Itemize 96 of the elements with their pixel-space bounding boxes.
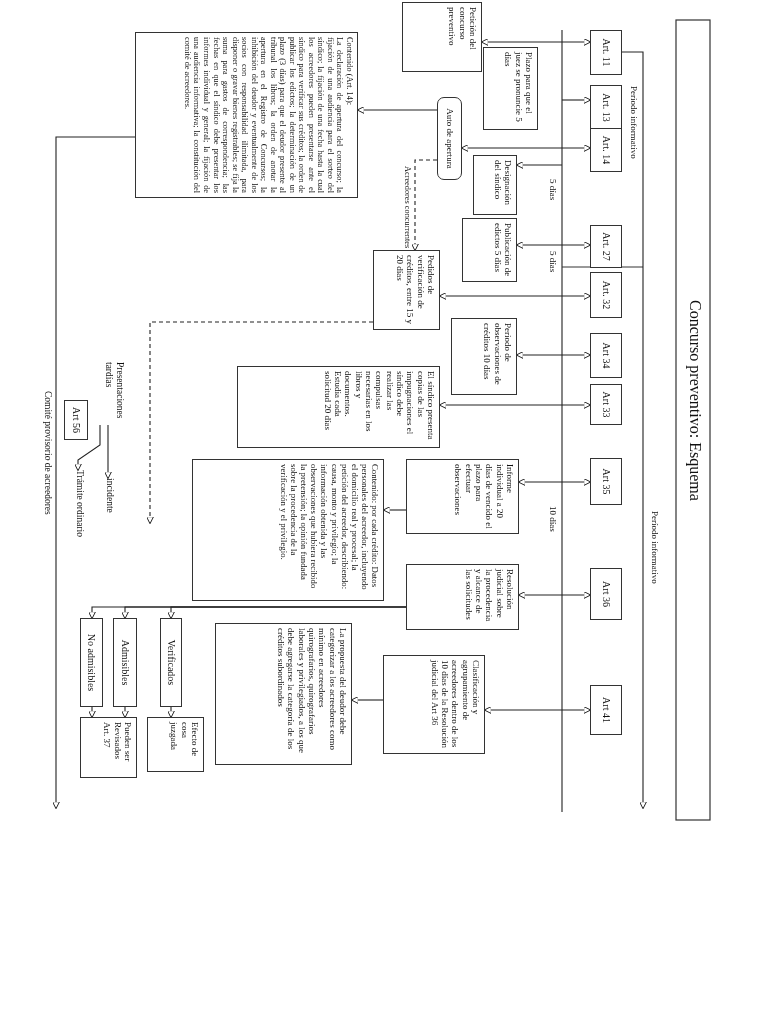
- process-box: [237, 366, 440, 448]
- article-box: [590, 128, 622, 172]
- box-text: Art 36: [600, 581, 612, 607]
- arrow: [146, 321, 374, 525]
- arrow: [382, 506, 407, 514]
- process-box: [406, 564, 519, 630]
- box-text: Art 56: [70, 407, 82, 433]
- box-heading: Contenido (Art. 14):: [344, 37, 354, 107]
- arrow: [621, 51, 647, 810]
- text-label: Presentaciones tardías: [95, 362, 125, 425]
- arrow: [356, 106, 438, 114]
- box-text: Clasificación y agrupamiento de acreedores dentro de los 10 días de la Resolución judicial del Art 36: [429, 660, 481, 749]
- arrow: [411, 159, 438, 252]
- arrow: [52, 136, 136, 810]
- process-box: [383, 655, 485, 754]
- arrow: [438, 401, 592, 409]
- box-text: Art 41: [600, 697, 612, 723]
- process-box: [473, 155, 517, 215]
- article-box: [590, 225, 622, 268]
- diagram-title: Concurso preventivo: Esquema: [686, 300, 704, 501]
- box-text: No admisibles: [85, 633, 98, 692]
- box-text: Art 35: [600, 468, 612, 495]
- article-box: [113, 618, 137, 707]
- article-box: [590, 384, 622, 425]
- annotation-text: 5 días: [548, 250, 558, 274]
- box-text: Pueden ser Revisados: [112, 722, 133, 764]
- process-box: [483, 47, 538, 130]
- arrow: [561, 96, 592, 104]
- box-text: Auto de apertura: [444, 108, 455, 169]
- process-box: [192, 459, 384, 601]
- box-text: Admisibles: [119, 639, 131, 686]
- article-box: [590, 272, 622, 318]
- process-box: [402, 2, 482, 72]
- box-text: Designación del síndico: [492, 160, 513, 207]
- arrow: [74, 424, 101, 472]
- arrow: [483, 706, 592, 714]
- process-box: [373, 250, 440, 330]
- box-text: Art. 32: [600, 280, 612, 310]
- box-text: Petición del concurso preventivo: [446, 7, 478, 52]
- process-box: [135, 32, 358, 198]
- box-text: Art 34: [600, 342, 612, 369]
- box-text: Periodo de observaciones de créditos 10 días: [481, 323, 513, 387]
- article-box: [80, 618, 103, 707]
- annotation-text: 10 días: [548, 505, 558, 533]
- box-text: Informe individual a 20 días de vencido el plazo para efectuar observaciones: [452, 464, 515, 529]
- arrow: [438, 292, 592, 300]
- process-box: [451, 318, 517, 395]
- arrow: [517, 478, 592, 486]
- box-text: Contenido: por cada crédito: Datos personales del acreedor, incluyendo el domicilio real y procesal; la petición del acreedor, describiendo: causa, monto y privilegio; la información obtenida y las observaciones que hubiera recibido la pretensión; la opinión fundada sobre la procedencia de la verificación y el privilegio.: [278, 464, 380, 592]
- arrow: [167, 706, 175, 719]
- arrow: [515, 161, 563, 169]
- annotation-text: Período informativo: [650, 510, 660, 585]
- box-text: Art. 11: [600, 38, 612, 67]
- box-text: Plazo para que el juez se pronuncie 5 días: [502, 52, 534, 124]
- arrow: [460, 144, 592, 152]
- article-box: [590, 458, 622, 505]
- box-text: Art. 14: [600, 135, 612, 165]
- box-text: Art. 27: [600, 232, 612, 261]
- arrow: [515, 351, 592, 359]
- process-box: [215, 623, 352, 765]
- process-box: [462, 218, 517, 282]
- box-text: La propuesta del deudor debe categorizar a los acreedores como mínimo en acreedores quirografarios, quirografarios laborales y privilegiados, a los que debe agregarse la categoría de los créditos subordinados: [275, 628, 348, 755]
- box-text: Art. 13: [600, 93, 612, 122]
- article-box: [590, 333, 622, 378]
- box-text: Verificados: [165, 639, 177, 686]
- box-text: El síndico presenta copias de las impugnaciones el síndico debe realizar las compulsas necesarias en los libros y documentos. Estudia cada solicitud 20 días: [322, 371, 436, 442]
- arrow: [88, 706, 96, 719]
- process-box: [406, 459, 519, 534]
- article-box: [590, 685, 622, 735]
- text-label: Trámite ordinario: [70, 470, 85, 560]
- arrow: [515, 241, 592, 249]
- box-text: Art. 37: [101, 722, 113, 750]
- box-text: Publicación de edictos 5 días: [492, 223, 513, 277]
- box-text: Art 33: [600, 391, 612, 418]
- article-box: [590, 568, 622, 620]
- article-box: [160, 618, 182, 707]
- box-text: Efecto de cosa juzgada: [168, 722, 200, 759]
- process-box: [80, 717, 137, 778]
- annotation-text: Periodo informativo: [629, 85, 639, 160]
- edge-label: Comité provisorio de acreedores: [43, 390, 53, 516]
- arrow: [121, 706, 129, 719]
- arrow: [350, 696, 384, 704]
- box-text: Resolución judicial sobre la procedencia y alcance de las solicitudes: [463, 569, 515, 624]
- process-box: [147, 717, 204, 772]
- arrow: [104, 424, 112, 480]
- article-box: [590, 30, 622, 75]
- rounded-box: [437, 97, 462, 180]
- article-box: [590, 85, 622, 130]
- article-box: [64, 400, 88, 440]
- annotation-text: 5 días: [548, 178, 558, 202]
- arrow: [517, 591, 592, 599]
- text-label: incidente: [100, 478, 115, 523]
- edge-label: Acreedores concurrentes: [403, 165, 412, 250]
- box-text: Pedidos de verificación de créditos, entre 15 y 20 días: [394, 255, 436, 325]
- arrow: [480, 38, 592, 46]
- box-text: La declaración de apertura del concurso; la fijación de una audiencia para el sorteo del síndico; la fijación de una fecha hasta la cual los acreedores pueden presentarse ante el síndico para verificar sus créditos; la orden de publicar los edictos; la determinación de un plazo (3 días) para que el deudor presente al tribunal los libros; la orden de anotar la apertura en el Registro de Concursos; la inhibición del deudor y eventualmente de los socios con responsabilidad ilimitada, para disponer o gravar bienes registrables; se fija la suma para gastos de correspondencia; las fechas en que el síndico debe presentar los informes individual y general; la fijación de una audiencia informativa; la constitución del comité de acreedores.: [182, 37, 345, 193]
